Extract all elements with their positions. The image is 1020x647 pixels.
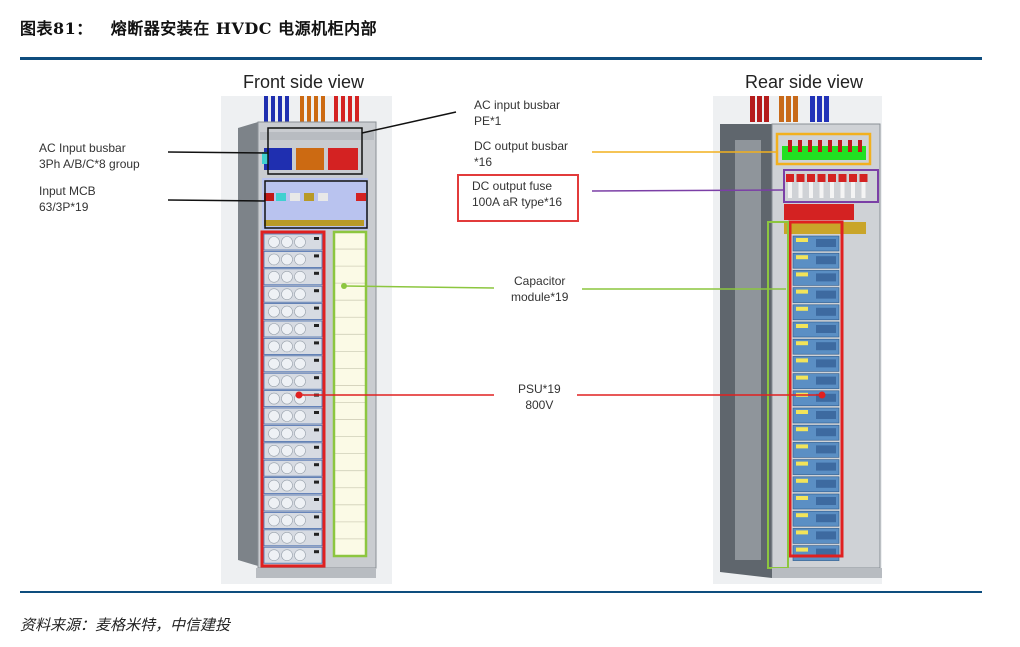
front-psu-unit xyxy=(263,442,323,460)
busbar-tab xyxy=(808,140,812,152)
source-note: 资料来源：麦格米特，中信建投 xyxy=(20,616,231,634)
bottom-divider xyxy=(20,591,982,593)
busbar-tab xyxy=(788,140,792,152)
rear-psu-unit xyxy=(792,407,840,424)
rear-cabinet xyxy=(713,96,882,584)
front-psu-unit xyxy=(263,233,323,251)
callout-line-capacitor-front xyxy=(343,285,495,289)
dc-fuse xyxy=(859,174,868,198)
callout-line-dc-fuse xyxy=(591,189,785,192)
label-ac-input-busbar-pe: AC input busbar PE*1 xyxy=(474,98,561,128)
callout-dot-psu-front xyxy=(295,391,303,399)
rear-psu-unit xyxy=(792,321,840,338)
dc-busbar-highlight xyxy=(775,132,872,166)
label-dc-output-fuse: DC output fuse 100A aR type*16 xyxy=(472,179,563,209)
rear-psu-unit xyxy=(792,338,840,355)
front-psu-unit xyxy=(263,337,323,355)
figure-number: 图表81： xyxy=(20,19,93,38)
front-psu-unit xyxy=(263,250,323,268)
rear-psu-unit xyxy=(792,287,840,303)
dc-fuse xyxy=(828,174,836,198)
callout-dot-capacitor xyxy=(341,283,347,289)
rear-psu-unit xyxy=(792,424,840,441)
rear-psu-unit xyxy=(792,528,840,544)
rear-psu-unit xyxy=(792,252,840,269)
figure-caption: 熔断器安装在 HVDC 电源机柜内部 xyxy=(110,19,378,38)
rear-psu-unit xyxy=(792,390,840,407)
rear-psu-unit xyxy=(792,235,840,252)
callout-line-ac-busbar-3ph xyxy=(167,151,269,154)
front-side-panel xyxy=(238,122,258,566)
front-cables-blue xyxy=(264,96,289,136)
front-cables-red xyxy=(334,96,359,136)
rear-fuses xyxy=(786,174,868,198)
rear-psu-unit xyxy=(792,510,840,527)
dc-output-fuse-box xyxy=(457,174,579,222)
front-psu-unit xyxy=(263,529,323,547)
dc-fuse xyxy=(807,174,815,198)
figure-title: 图表81： 熔断器安装在 HVDC 电源机柜内部 xyxy=(20,15,377,39)
dc-fuse xyxy=(817,174,826,198)
front-cabinet xyxy=(221,96,392,584)
front-psu-unit xyxy=(263,320,323,338)
label-input-mcb: Input MCB 63/3P*19 xyxy=(39,184,96,214)
busbar-tab xyxy=(838,140,842,152)
callout-dot-psu-rear xyxy=(818,391,826,399)
label-capacitor-module: Capacitor module*19 xyxy=(511,274,569,304)
front-psu-unit xyxy=(263,285,323,303)
front-psu-unit xyxy=(263,494,323,512)
callout-line-input-mcb xyxy=(167,199,266,202)
front-psu-unit xyxy=(263,477,323,495)
busbar-tab xyxy=(798,140,802,152)
rear-psu-highlight xyxy=(788,220,844,558)
rear-psu-stack xyxy=(792,235,840,561)
dc-fuse-highlight xyxy=(783,169,879,203)
label-dc-output-busbar: DC output busbar *16 xyxy=(474,139,569,169)
front-psu-stack xyxy=(263,233,323,564)
front-psu-unit xyxy=(263,390,323,408)
rear-psu-unit xyxy=(792,545,840,561)
front-cables-orange xyxy=(300,96,325,136)
rear-psu-unit xyxy=(792,373,840,389)
input-mcb-highlight xyxy=(264,180,368,229)
rear-psu-unit xyxy=(792,270,840,286)
front-psu-unit xyxy=(263,424,323,442)
busbar-tab xyxy=(828,140,832,152)
dc-fuse xyxy=(786,174,794,198)
rear-psu-unit xyxy=(792,493,840,510)
rear-busbar-tabs xyxy=(788,140,862,152)
rear-psu-unit xyxy=(792,442,840,458)
label-psu: PSU*19 800V xyxy=(518,382,561,412)
front-psu-unit xyxy=(263,303,323,321)
rear-psu-unit xyxy=(792,304,840,321)
dc-fuse xyxy=(796,174,805,198)
dc-fuse xyxy=(849,174,857,198)
busbar-tab xyxy=(848,140,852,152)
busbar-tab xyxy=(818,140,822,152)
rear-view-title: Rear side view xyxy=(745,72,864,92)
front-psu-unit xyxy=(263,546,323,564)
callout-line-ac-busbar-pe xyxy=(361,111,457,134)
front-psu-unit xyxy=(263,372,323,390)
front-capacitor-highlight xyxy=(332,230,368,558)
front-psu-highlight xyxy=(260,230,326,568)
dc-fuse xyxy=(838,174,847,198)
front-psu-unit xyxy=(263,268,323,286)
front-psu-unit xyxy=(263,512,323,529)
front-psu-unit xyxy=(263,459,323,477)
rear-psu-unit xyxy=(792,459,840,475)
busbar-tab xyxy=(858,140,862,152)
label-ac-input-busbar-3ph: AC Input busbar 3Ph A/B/C*8 group xyxy=(39,141,140,171)
front-view-title: Front side view xyxy=(243,72,365,92)
rear-cables xyxy=(750,96,829,122)
front-psu-unit xyxy=(263,407,323,425)
rear-psu-unit xyxy=(792,476,840,493)
front-psu-unit xyxy=(263,355,323,373)
rear-psu-unit xyxy=(792,356,840,372)
top-divider xyxy=(20,57,982,60)
ac-busbar-pe-highlight xyxy=(267,127,363,175)
